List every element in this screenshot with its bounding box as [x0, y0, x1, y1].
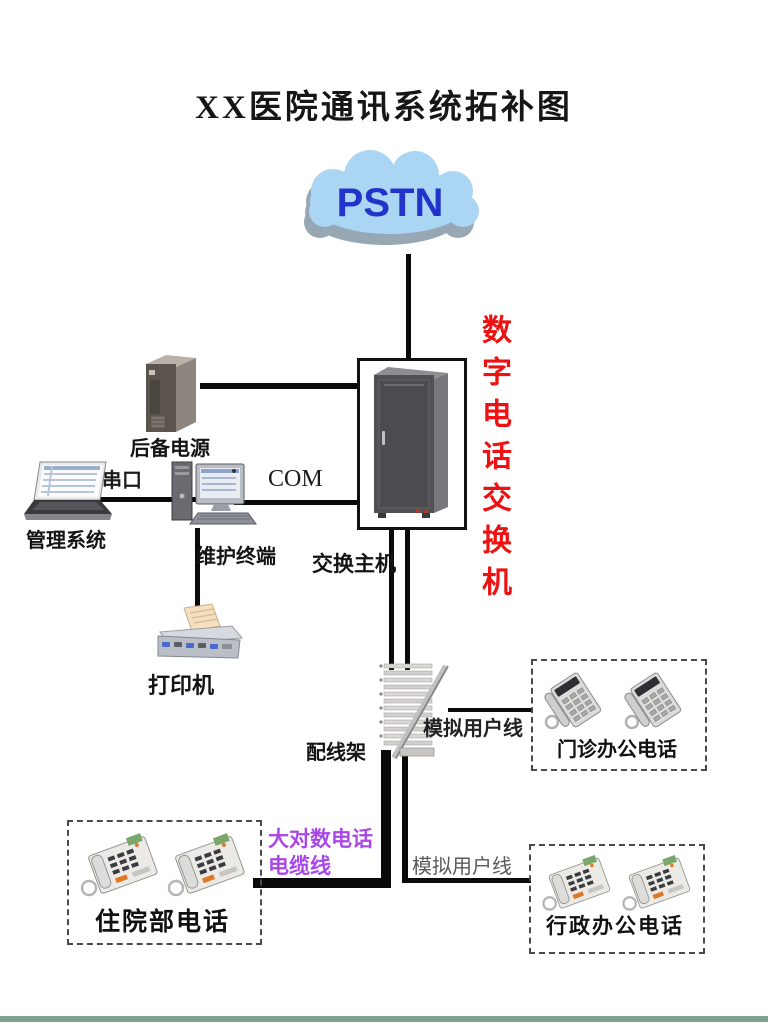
maintenance-terminal-label: 维护终端: [196, 546, 276, 568]
distribution-frame-icon: [379, 663, 449, 760]
management-laptop-icon: [24, 461, 112, 520]
phone-icon: [624, 672, 682, 730]
page-edge-strip: [0, 1016, 768, 1022]
com-port-label: COM: [268, 466, 323, 492]
maintenance-terminal-icon: [171, 461, 257, 525]
analog-line-label-bottom: 模拟用户线: [412, 856, 512, 878]
trunk-cable-horizontal: [253, 878, 391, 888]
trunk-cable-vertical: [381, 750, 391, 888]
outpatient-phones-label: 门诊办公电话: [557, 739, 677, 761]
link-frame-to-admin-vertical: [402, 752, 408, 883]
analog-line-label-top: 模拟用户线: [423, 718, 523, 740]
admin-phones-box: 行政办公电话: [529, 844, 705, 954]
pstn-label: PSTN: [337, 181, 444, 225]
inpatient-phones-label: 住院部电话: [94, 909, 230, 936]
link-ups-to-switch: [200, 383, 358, 389]
ups-tower-icon: [146, 355, 196, 432]
phone-icon: [80, 833, 158, 897]
printer-icon: [157, 603, 244, 659]
distribution-frame-label: 配线架: [306, 742, 366, 764]
serial-port-label: 串口: [102, 470, 142, 492]
page-title: XX医院通讯系统拓补图: [195, 90, 573, 126]
link-switch-to-frame-left: [389, 530, 394, 670]
link-frame-to-outpatient: [448, 708, 532, 712]
printer-label: 打印机: [148, 673, 215, 698]
phone-icon: [542, 855, 611, 911]
ups-label: 后备电源: [130, 438, 210, 460]
link-laptop-to-terminal: [68, 497, 198, 502]
rack-cabinet-icon: [374, 367, 448, 518]
management-system-label: 管理系统: [26, 530, 106, 552]
phone-icon: [167, 833, 245, 897]
phone-icon: [544, 672, 602, 730]
admin-phones-label: 行政办公电话: [546, 914, 684, 938]
trunk-cable-label: 大对数电话 电缆线: [268, 826, 373, 880]
link-switch-to-frame-right: [405, 530, 410, 670]
pstn-cloud-icon: PSTN: [304, 150, 479, 245]
switch-host-box: [357, 358, 467, 530]
trunk-cable-label-line2: 电缆线: [268, 855, 331, 878]
link-terminal-to-printer: [195, 528, 200, 624]
link-frame-to-admin-horizontal: [402, 878, 531, 883]
outpatient-phones-box: 门诊办公电话: [531, 659, 707, 771]
link-terminal-to-switch: [234, 500, 358, 505]
phone-icon: [622, 855, 691, 911]
trunk-cable-label-line1: 大对数电话: [268, 828, 373, 851]
link-pstn-to-switch: [406, 254, 411, 360]
switch-host-label: 交换主机: [312, 553, 396, 576]
digital-pbx-callout: 数字电话交换机: [477, 314, 510, 608]
inpatient-phones-box: 住院部电话: [67, 820, 262, 945]
